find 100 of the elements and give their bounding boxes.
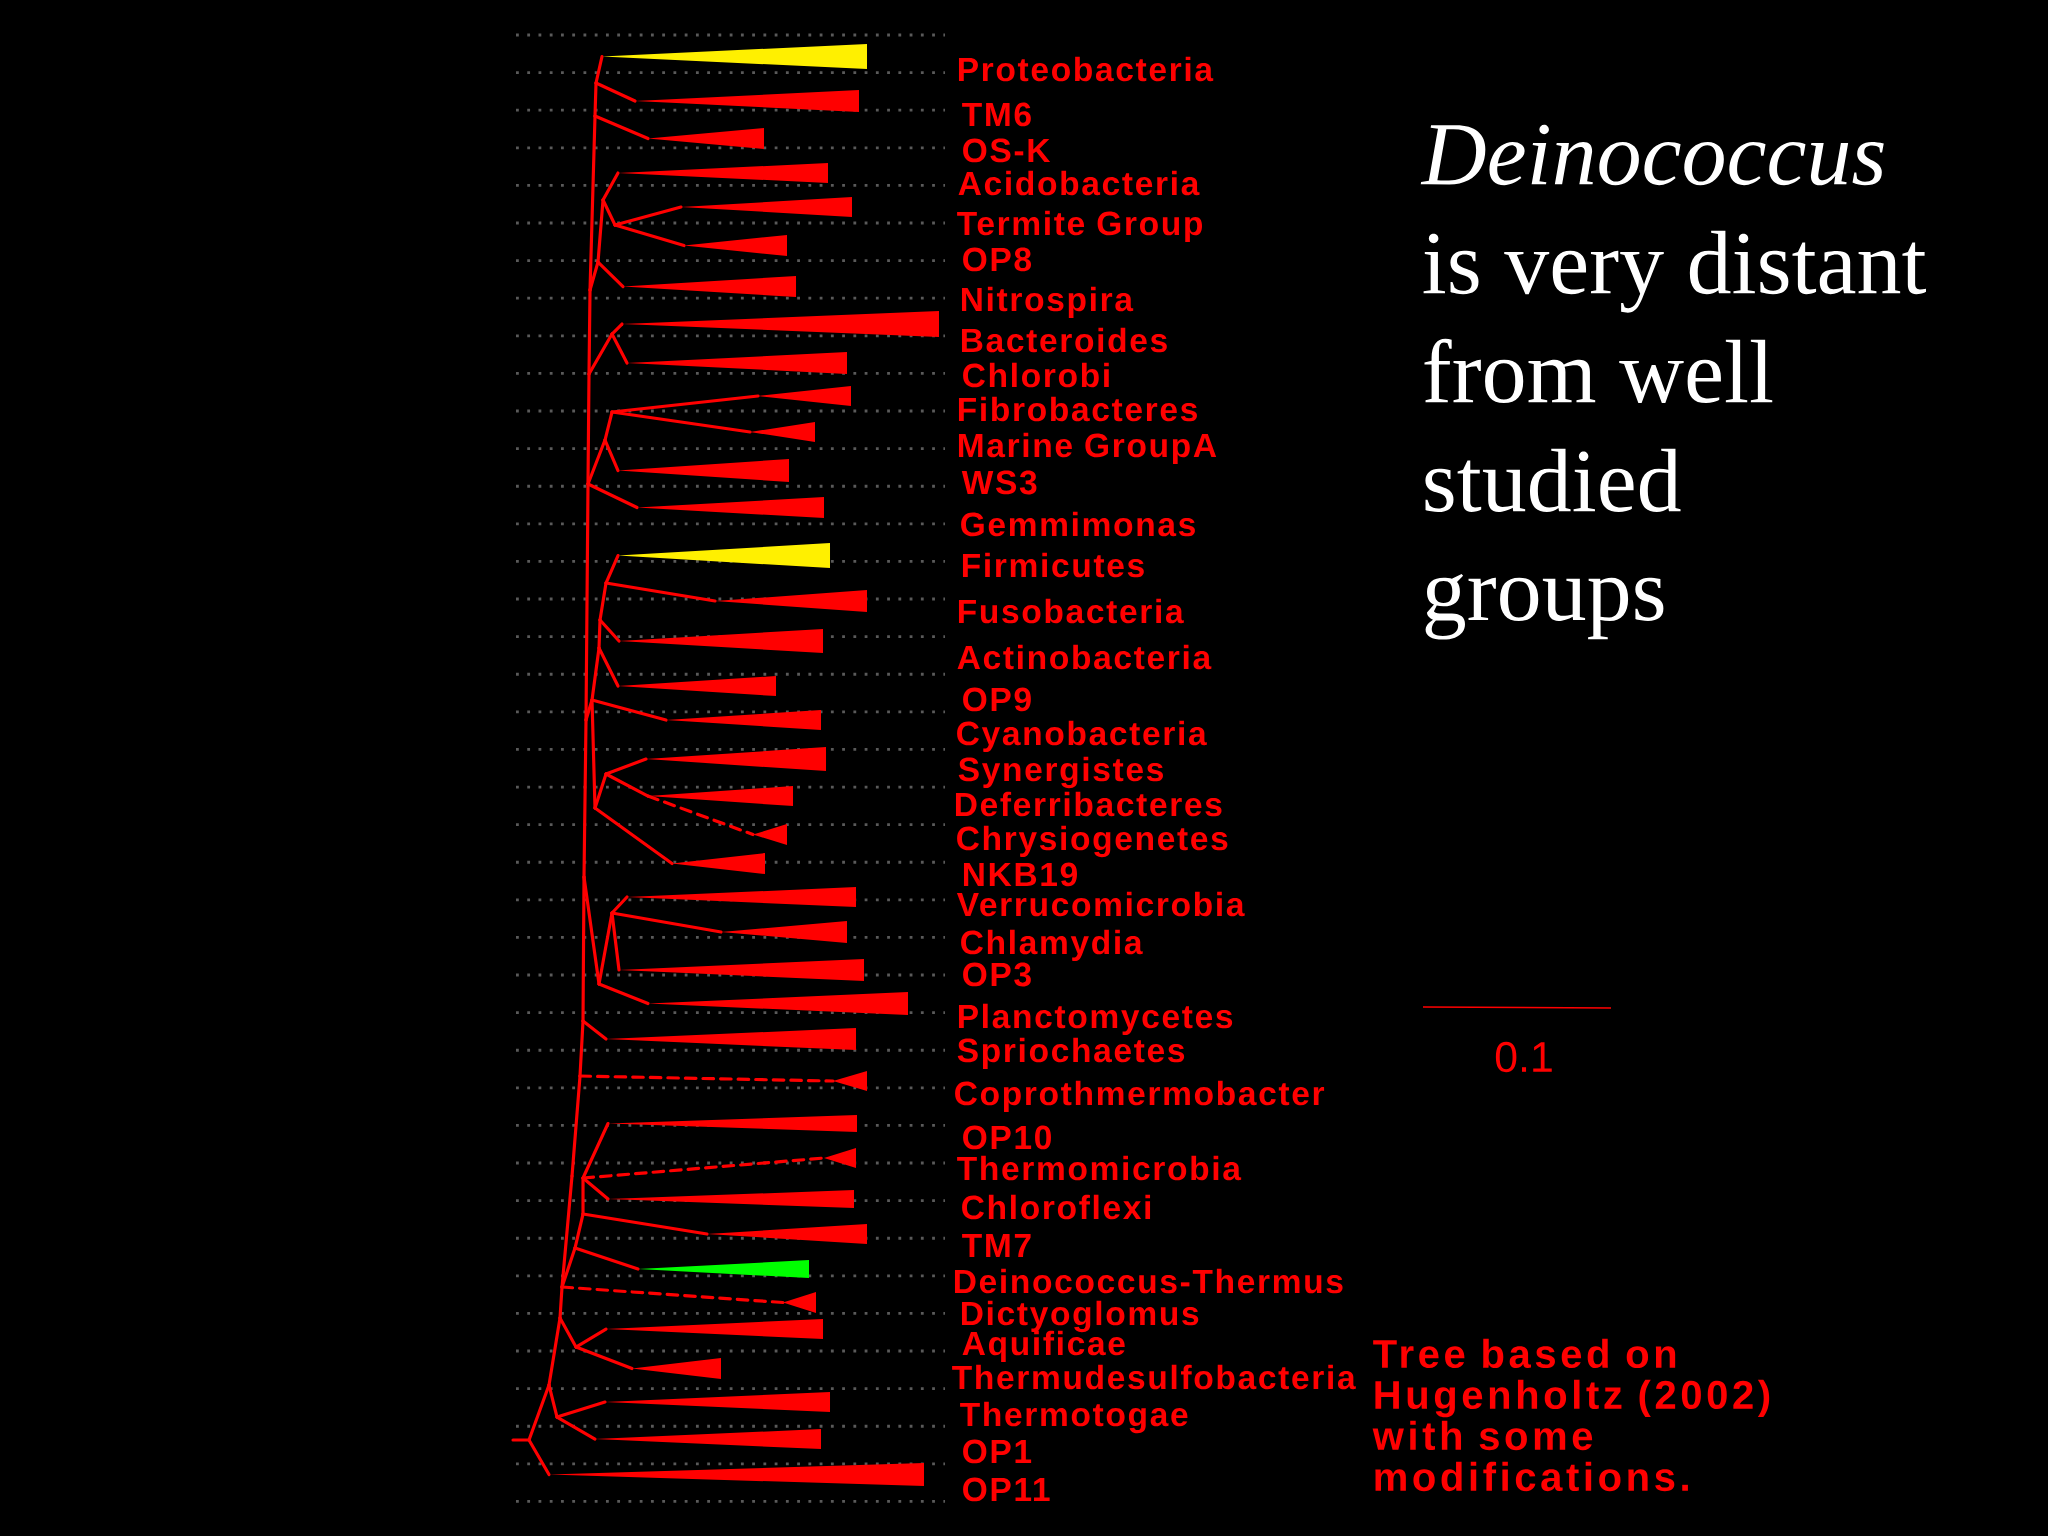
- branch-line: [603, 410, 614, 442]
- wedge: [753, 824, 787, 846]
- branch-line: [581, 1156, 826, 1180]
- branch-line: [593, 772, 608, 810]
- taxon-label: Marine GroupA: [959, 432, 1217, 464]
- branch-line: [593, 114, 650, 141]
- branch-line: [581, 1176, 585, 1216]
- branch-line: [604, 772, 650, 798]
- branch-line: [574, 1345, 634, 1371]
- taxon-label: OP8: [963, 247, 1031, 272]
- branch-line: [597, 646, 620, 688]
- branch-line: [610, 394, 760, 414]
- branch-line: [586, 482, 639, 510]
- taxon-label: OP1: [963, 1439, 1032, 1464]
- branch-line: [581, 1212, 709, 1236]
- branch-line: [527, 1383, 551, 1442]
- branch-line: [598, 618, 621, 643]
- branch-line: [590, 698, 597, 810]
- taxon-label: Deferribacteres: [956, 791, 1222, 817]
- branch-line: [527, 1438, 551, 1477]
- taxon-label: Deinococcus-Thermus: [955, 1268, 1343, 1294]
- wedge: [637, 497, 824, 519]
- wedge: [618, 543, 830, 568]
- wedge: [684, 235, 787, 256]
- taxon-label: Synergistes: [958, 756, 1163, 789]
- branch-line: [596, 260, 625, 289]
- branch-line: [603, 438, 620, 473]
- branch-line: [560, 1174, 574, 1289]
- taxon-label: Fibrobacteres: [959, 396, 1197, 422]
- wedge: [648, 992, 908, 1016]
- branch-line: [610, 911, 723, 934]
- taxon-label: Chlorobi: [963, 362, 1109, 388]
- taxon-label: TM7: [962, 1234, 1031, 1258]
- branch-line: [578, 1019, 585, 1078]
- wedge: [833, 1071, 867, 1091]
- branch-line: [593, 806, 674, 866]
- branch-line: [604, 553, 620, 585]
- branch-line: [596, 198, 605, 264]
- taxon-label: TM6: [962, 102, 1031, 127]
- taxon-label: Verrucomicrobia: [956, 891, 1245, 917]
- branch-line: [593, 81, 598, 118]
- taxon-label: Planctomycetes: [959, 1003, 1233, 1035]
- branch-line: [587, 332, 614, 376]
- branch-line: [547, 1383, 559, 1419]
- branch-line: [558, 1316, 578, 1349]
- branch-line: [601, 198, 617, 227]
- wedge: [602, 44, 867, 69]
- branch-line: [582, 875, 601, 986]
- wedge: [648, 128, 764, 149]
- taxon-label: Thermotogae: [960, 1401, 1188, 1434]
- taxon-label: OP9: [963, 687, 1031, 712]
- taxon-label: Termite Group: [957, 210, 1202, 242]
- taxon-label: Nitrospira: [962, 286, 1134, 318]
- taxon-label: OP3: [963, 962, 1031, 987]
- taxon-label: Fusobacteria: [959, 598, 1184, 624]
- branch-line: [613, 223, 686, 248]
- wedge: [623, 276, 796, 297]
- branch-line: [590, 698, 668, 722]
- taxon-label: Cyanobacteria: [957, 720, 1207, 752]
- taxon-label: NKB19: [964, 862, 1077, 887]
- taxon-label: OP11: [963, 1477, 1050, 1502]
- branch-line: [511, 1438, 531, 1442]
- taxon-label: OS-K: [963, 138, 1051, 163]
- branch-line: [610, 410, 752, 434]
- branch-line: [597, 911, 614, 986]
- annotation-text: Deinococcus is very distant from well studied groups: [1420, 124, 1927, 640]
- taxon-label: Chloroflexi: [962, 1194, 1151, 1220]
- branch-line: [604, 581, 717, 603]
- branch-line: [586, 372, 591, 486]
- wedge: [549, 1463, 924, 1487]
- branch-line: [601, 171, 620, 202]
- wedge: [672, 853, 765, 875]
- taxon-label: WS3: [961, 470, 1037, 495]
- taxon-label: Chlamydia: [961, 929, 1143, 961]
- taxon-label: Bacteroides: [962, 327, 1167, 353]
- wedge: [783, 1292, 816, 1314]
- branch-line: [597, 618, 602, 650]
- branch-line: [588, 114, 597, 292]
- branch-line: [574, 1327, 608, 1349]
- branch-line: [570, 1074, 582, 1178]
- taxon-label: Thermomicrobia: [957, 1155, 1242, 1181]
- taxon-label: Actinobacteria: [957, 644, 1212, 670]
- branch-line: [578, 1074, 835, 1083]
- branch-line: [555, 1400, 607, 1419]
- branch-line: [581, 1121, 610, 1180]
- branch-line: [560, 1246, 577, 1289]
- branch-line: [560, 1285, 785, 1305]
- branch-line: [610, 332, 629, 365]
- branch-line: [555, 1415, 597, 1441]
- branch-line: [594, 54, 604, 85]
- taxon-label: Proteobacteria: [959, 56, 1214, 82]
- wedge: [618, 459, 789, 482]
- taxon-label: Gemmimonas: [961, 511, 1195, 537]
- taxon-label: Chrysiogenetes: [957, 825, 1228, 858]
- wedge: [632, 1358, 721, 1380]
- note-text: Tree based on Hugenholtz (2002) with some modifications.: [1372, 1338, 1770, 1492]
- taxon-label: OP10: [963, 1125, 1051, 1150]
- branch-line: [598, 581, 608, 622]
- branch-line: [613, 205, 683, 227]
- branch-line: [594, 81, 637, 103]
